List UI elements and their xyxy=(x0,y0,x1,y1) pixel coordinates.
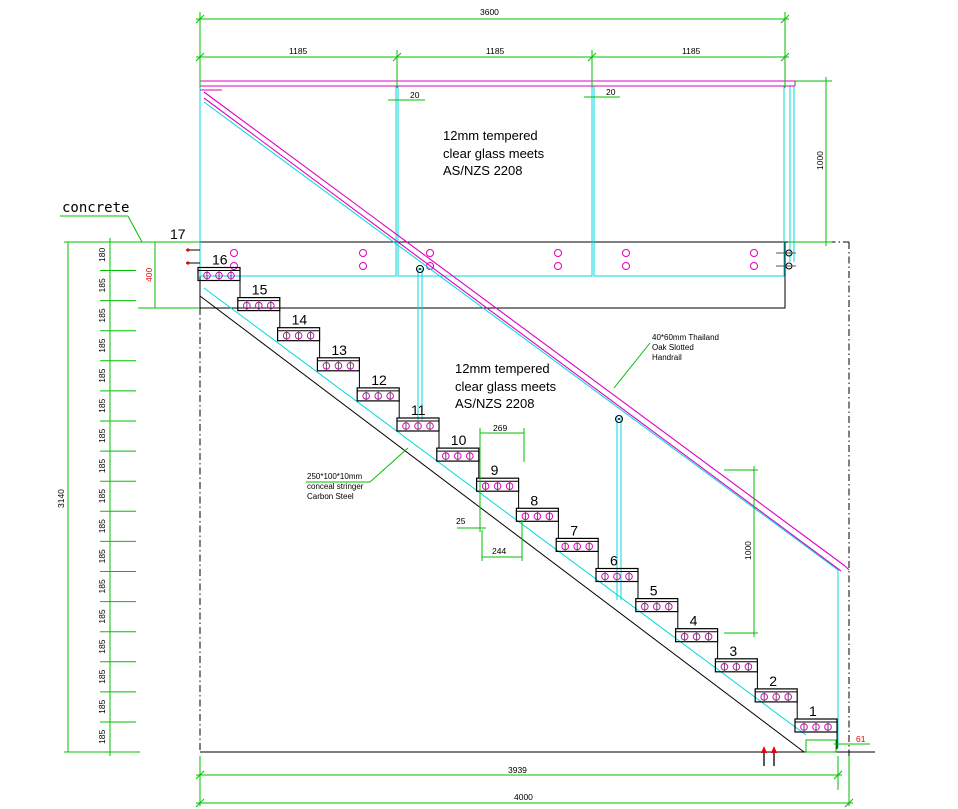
dim-bottom-run: 3939 xyxy=(508,765,527,775)
handrail-note: 40*60mm Thailand Oak Slotted Handrail xyxy=(652,333,719,362)
stair-glass-balustrade xyxy=(203,101,839,748)
step-number: 14 xyxy=(292,312,308,328)
rise-label: 185 xyxy=(97,459,107,473)
step-number: 7 xyxy=(570,522,578,538)
rise-ticks xyxy=(100,241,136,723)
stair-tread xyxy=(277,327,321,358)
glass-note-top-line-2: clear glass meets xyxy=(443,146,545,161)
stringer-note-line-2: conceal stringer xyxy=(307,482,364,491)
step-number: 15 xyxy=(252,282,268,298)
rise-label: 185 xyxy=(97,609,107,623)
stringer-note-line-3: Carbon Steel xyxy=(307,492,354,501)
stair-tread xyxy=(316,357,360,388)
step-number: 17 xyxy=(170,226,186,242)
dim-panel-3: 1185 xyxy=(682,46,701,56)
stair-tread xyxy=(595,567,639,599)
rise-label: 185 xyxy=(97,398,107,412)
step-number: 6 xyxy=(610,553,618,569)
handrail-note-line-2: Oak Slotted xyxy=(652,343,694,352)
dim-nosing: 25 xyxy=(456,516,466,526)
stair-tread xyxy=(714,658,759,689)
dim-slab-depth: 400 xyxy=(144,268,154,282)
rise-label: 185 xyxy=(97,519,107,533)
dim-tread-depth: 269 xyxy=(493,423,507,433)
rise-label: 185 xyxy=(97,338,107,352)
glass-note-mid-line-2: clear glass meets xyxy=(455,379,557,394)
stair-tread xyxy=(237,297,281,328)
glass-note-mid-line-1: 12mm tempered xyxy=(455,361,550,376)
rise-label: 185 xyxy=(97,368,107,382)
dim-total-height: 3140 xyxy=(56,489,66,508)
glass-note-mid-line-3: AS/NZS 2208 xyxy=(455,396,535,411)
dim-panel-2: 1185 xyxy=(486,46,505,56)
stair-tread xyxy=(555,537,599,569)
glass-fixings xyxy=(230,249,796,270)
sloped-handrail xyxy=(200,89,850,572)
step-number: 11 xyxy=(411,402,426,418)
stair-tread xyxy=(436,447,480,479)
rise-label: 185 xyxy=(97,730,107,744)
stair-tread xyxy=(476,477,520,509)
rise-label: 185 xyxy=(97,549,107,563)
glass-note-mid: 12mm tempered clear glass meets AS/NZS 2… xyxy=(455,361,557,411)
stringer-note: 250*100*10mm conceal stringer Carbon Ste… xyxy=(307,472,364,501)
dim-gap-a: 20 xyxy=(410,90,420,100)
concrete-label: concrete xyxy=(62,200,129,216)
glass-note-top: 12mm tempered clear glass meets AS/NZS 2… xyxy=(443,128,545,178)
dim-rail-height-side: 1000 xyxy=(743,541,753,560)
rise-label: 185 xyxy=(97,308,107,322)
stair-tread xyxy=(794,718,838,750)
step-number: 9 xyxy=(491,462,499,478)
step-number: 1 xyxy=(809,703,817,719)
handrail-note-line-1: 40*60mm Thailand xyxy=(652,333,719,342)
stair-tread xyxy=(754,688,798,719)
landing-slab xyxy=(199,241,786,309)
rise-label: 185 xyxy=(97,278,107,292)
rise-label: 185 xyxy=(97,639,107,653)
step-number: 4 xyxy=(690,613,698,629)
stair-tread xyxy=(674,628,719,659)
step-number: 5 xyxy=(650,583,658,599)
base-anchors xyxy=(761,739,837,766)
dim-end-offset: 61 xyxy=(856,734,866,744)
stair-tread xyxy=(197,266,241,298)
step-number: 16 xyxy=(212,252,228,268)
step-number: 12 xyxy=(371,372,387,388)
step-number: 13 xyxy=(331,342,347,358)
stringer-note-line-1: 250*100*10mm xyxy=(307,472,362,481)
dim-rail-height-top: 1000 xyxy=(815,151,825,170)
stair-tread xyxy=(356,387,400,418)
dim-first-rise: 180 xyxy=(97,248,107,262)
step-number: 8 xyxy=(530,492,538,508)
dim-total-width: 3600 xyxy=(480,7,499,17)
stair-tread xyxy=(515,507,560,539)
upper-glass-balustrade xyxy=(186,80,796,277)
stair-tread xyxy=(396,417,440,449)
step-number: 10 xyxy=(451,432,467,448)
rise-label: 185 xyxy=(97,669,107,683)
step-number: 3 xyxy=(729,643,737,659)
dim-bottom-total: 4000 xyxy=(514,792,533,802)
rise-label: 185 xyxy=(97,489,107,503)
rise-label: 185 xyxy=(97,429,107,443)
glass-note-top-line-3: AS/NZS 2208 xyxy=(443,163,523,178)
handrail-note-line-3: Handrail xyxy=(652,353,682,362)
rise-label: 185 xyxy=(97,579,107,593)
dim-tread-width: 244 xyxy=(492,546,506,556)
step-number: 2 xyxy=(769,673,777,689)
dim-panel-1: 1185 xyxy=(289,46,308,56)
rise-labels: 185 185 185 185 185 185 185 185 185 185 185 185 185 1… xyxy=(97,278,107,744)
glass-note-top-line-1: 12mm tempered xyxy=(443,128,538,143)
stair-tread xyxy=(635,597,679,629)
rise-label: 185 xyxy=(97,699,107,713)
dim-gap-b: 20 xyxy=(606,87,616,97)
